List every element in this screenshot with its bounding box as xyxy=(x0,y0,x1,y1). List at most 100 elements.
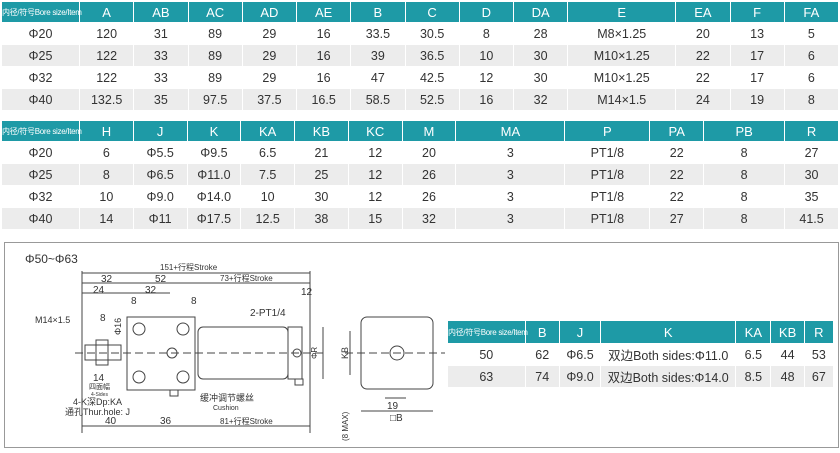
table-cell: 10 xyxy=(260,189,275,204)
kb-label: KB xyxy=(340,347,350,359)
table-cell: 20 xyxy=(422,145,436,160)
table-cell: 5 xyxy=(807,26,815,41)
table-cell: Φ17.5 xyxy=(187,208,241,229)
column-header: M xyxy=(402,121,456,141)
table-cell: 16 xyxy=(459,89,513,110)
table-cell: 12 xyxy=(368,145,383,160)
table-cell: Φ14.0 xyxy=(196,189,232,204)
table-cell: 74 xyxy=(525,366,559,387)
column-header: FA xyxy=(784,2,838,22)
table-cell: 26 xyxy=(422,189,436,204)
table-cell: 30 xyxy=(314,189,329,204)
table-cell: 17 xyxy=(730,45,784,66)
table-cell: 37.5 xyxy=(242,89,296,110)
table-cell: Φ5.5 xyxy=(146,145,174,160)
table-cell: 35 xyxy=(134,89,188,110)
phiR-label: ΦR xyxy=(310,347,319,359)
phi16-label: Φ16 xyxy=(113,318,123,335)
column-header: K xyxy=(187,121,241,141)
table-cell: 67 xyxy=(804,366,833,387)
dim-24: 24 xyxy=(93,285,105,296)
table-cell: 38 xyxy=(295,208,348,229)
dim-14: 14 xyxy=(93,373,105,384)
table-cell: 24 xyxy=(676,89,730,110)
column-header: J xyxy=(133,121,187,141)
column-header: 内径/符号Bore size/Item xyxy=(2,2,82,22)
table-cell: 8 xyxy=(784,89,838,110)
dim-81: 81+行程Stroke xyxy=(220,416,273,426)
table-cell: 13 xyxy=(750,26,765,41)
drawing-title: Φ50~Φ63 xyxy=(25,252,78,266)
table-cell: 16 xyxy=(297,45,351,66)
table-cell: 10 xyxy=(459,45,513,66)
table-cell: 58.5 xyxy=(351,89,405,110)
table-cell: 33 xyxy=(153,70,168,85)
table-cell: Φ20 xyxy=(28,145,53,160)
table-cell: 17 xyxy=(750,70,765,85)
table-cell: 14 xyxy=(80,208,133,229)
table-cell: 39 xyxy=(351,45,405,66)
dim-8c: 8 xyxy=(100,313,106,324)
column-header: B xyxy=(525,321,559,343)
table-cell: 50 xyxy=(479,347,494,362)
table-cell: 双边Both sides:Φ11.0 xyxy=(608,349,729,363)
dim-32a: 32 xyxy=(101,274,113,285)
table-cell: 48 xyxy=(771,366,804,387)
table-cell: 12 xyxy=(348,164,402,185)
table-cell: 52.5 xyxy=(405,89,459,110)
table-cell: 12 xyxy=(368,189,383,204)
column-header: R xyxy=(785,121,838,141)
column-header: D xyxy=(459,2,513,22)
column-header: AB xyxy=(134,2,188,22)
table-cell: 7.5 xyxy=(241,164,295,185)
table-cell: Φ9.0 xyxy=(559,366,601,387)
table-cell: Φ6.5 xyxy=(566,347,594,362)
table-cell: 8.5 xyxy=(736,366,771,387)
column-header: KA xyxy=(736,321,771,343)
max8-label: (8 MAX) xyxy=(341,411,350,441)
table-cell: M10×1.25 xyxy=(568,45,676,66)
table-cell: 8 xyxy=(704,208,785,229)
table-cell: PT1/8 xyxy=(565,208,650,229)
table-cell: 30 xyxy=(785,164,838,185)
table-cell: Φ25 xyxy=(2,45,79,66)
table-cell: 89 xyxy=(188,45,242,66)
table-cell: Φ11 xyxy=(133,208,187,229)
table-cell: M14×1.5 xyxy=(568,89,676,110)
table-cell: 30 xyxy=(533,70,548,85)
table-cell: 22 xyxy=(669,145,684,160)
sides-cn: 四面幅 xyxy=(89,382,110,391)
table-cell: 12 xyxy=(479,70,494,85)
k-label: 4-K深Dp:KA xyxy=(73,397,122,407)
table-cell: 6 xyxy=(784,45,838,66)
table-cell: 12.5 xyxy=(241,208,295,229)
column-header: EA xyxy=(676,2,730,22)
table-cell: Φ6.5 xyxy=(133,164,187,185)
table-cell: Φ40 xyxy=(2,208,79,229)
table-cell: 36.5 xyxy=(405,45,459,66)
table-cell: 89 xyxy=(208,70,223,85)
table-cell: 6 xyxy=(102,145,110,160)
drawing-panel: Φ50~Φ63 151+行程Stroke 73+行程Stroke 81+行程St… xyxy=(4,242,839,448)
column-header: 内径/符号Bore size/Item xyxy=(448,321,528,343)
column-header: H xyxy=(80,121,133,141)
table-cell: 29 xyxy=(262,70,277,85)
dim-32b: 32 xyxy=(145,285,157,296)
table-cell: 47 xyxy=(370,70,385,85)
table-cell: PT1/8 xyxy=(565,164,650,185)
table-cell: Φ32 xyxy=(28,70,53,85)
table-cell: 20 xyxy=(695,26,710,41)
table-cell: 30 xyxy=(514,45,568,66)
table-cell: 120 xyxy=(96,26,118,41)
dim-73: 73+行程Stroke xyxy=(220,273,273,283)
table-cell: 19 xyxy=(730,89,784,110)
table-cell: 132.5 xyxy=(80,89,134,110)
cushion-cn: 缓冲调节螺丝 xyxy=(200,392,254,403)
column-header: KB xyxy=(295,121,348,141)
j-label: 通孔Thur.hole: J xyxy=(65,407,130,417)
column-header: C xyxy=(405,2,459,22)
dim-52: 52 xyxy=(155,274,167,285)
column-header: KC xyxy=(348,121,402,141)
